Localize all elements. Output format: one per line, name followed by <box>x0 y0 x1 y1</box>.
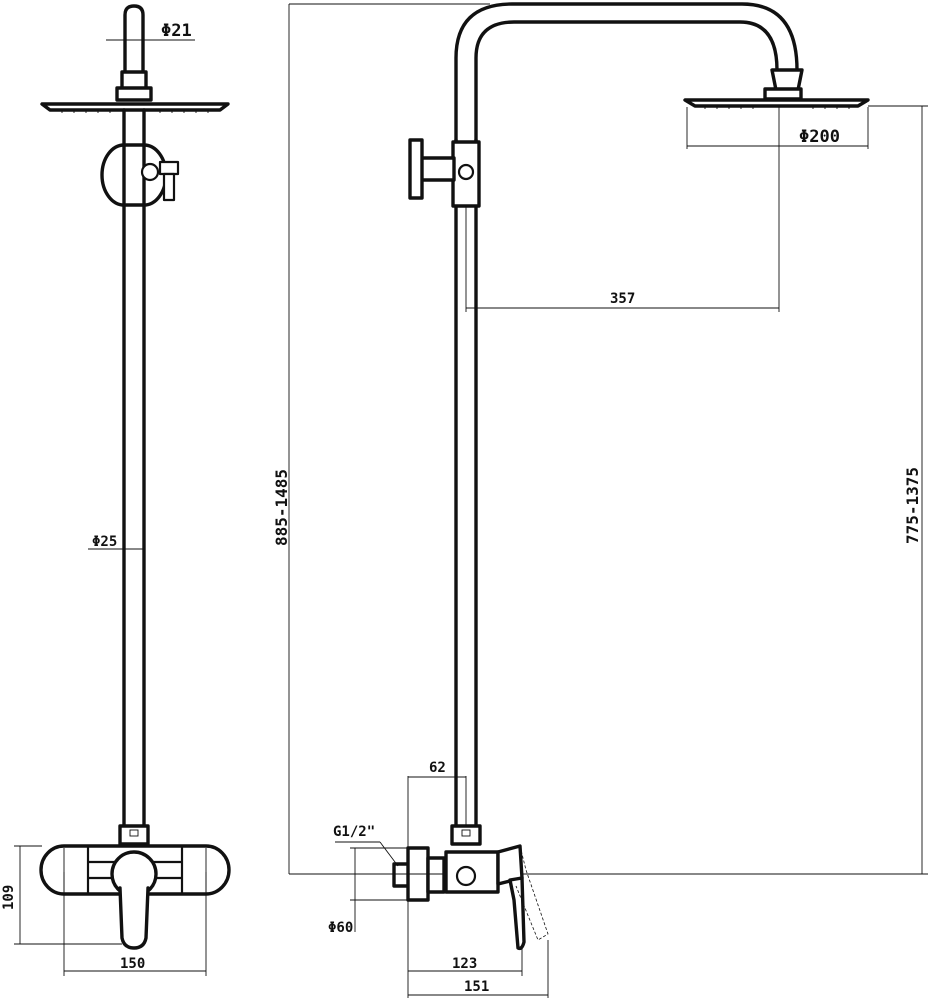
front-diverter-lever <box>162 172 176 202</box>
side-lower-nut-mark <box>461 829 471 837</box>
dim-mixer-center-spacing: 150 <box>120 956 145 972</box>
dim-mixer-depth: 123 <box>452 956 477 972</box>
side-shower-arm-inner <box>474 20 779 144</box>
side-lower-nut <box>450 824 482 846</box>
side-head-connector <box>770 68 804 92</box>
front-view-dimensions: Φ21 Φ25 109 150 <box>1 21 207 976</box>
side-connector-base <box>763 87 803 101</box>
side-shower-arm-outer <box>454 2 799 144</box>
side-diverter-handle <box>408 138 424 200</box>
front-head-connector <box>123 4 145 82</box>
dim-head-diameter: Φ200 <box>799 127 840 147</box>
side-diverter-port <box>457 163 475 181</box>
side-mixer-outlet <box>455 865 477 887</box>
dim-pipe-diameter: Φ25 <box>92 534 117 550</box>
side-view-dimensions: Φ200 357 885-1485 775-1375 62 G1/2" Φ60 <box>272 3 928 998</box>
dim-mixer-total-depth: 151 <box>464 979 489 995</box>
front-view <box>39 4 231 950</box>
side-mixer-body <box>444 850 500 894</box>
front-shower-head <box>40 102 230 112</box>
dim-arm-reach: 357 <box>610 291 635 307</box>
side-mixer-lever-handle <box>508 876 526 951</box>
front-shower-nozzles <box>61 110 209 113</box>
side-diverter-stem <box>418 156 456 182</box>
front-diverter-knob <box>140 162 160 182</box>
front-connector-base <box>115 86 153 102</box>
side-mixer-lever-alt-position <box>515 845 549 941</box>
front-mixer-lever <box>118 886 150 950</box>
dim-total-height-range: 885-1485 <box>272 469 291 546</box>
front-diverter-body <box>100 143 126 207</box>
side-inlet-nut <box>426 856 446 894</box>
dim-head-height-range: 775-1375 <box>903 467 922 544</box>
front-diverter-handle <box>158 160 180 176</box>
side-shower-nozzles <box>704 106 850 109</box>
front-lower-nut <box>118 824 150 846</box>
dim-pipe-offset: 62 <box>429 760 446 776</box>
dim-inlet-thread: G1/2" <box>333 824 375 840</box>
front-lower-nut-mark <box>129 829 139 837</box>
dim-head-connector-diameter: Φ21 <box>161 21 192 41</box>
side-shower-head <box>683 98 870 108</box>
dim-mixer-height: 109 <box>1 885 17 910</box>
dim-escutcheon-diameter: Φ60 <box>328 920 353 936</box>
